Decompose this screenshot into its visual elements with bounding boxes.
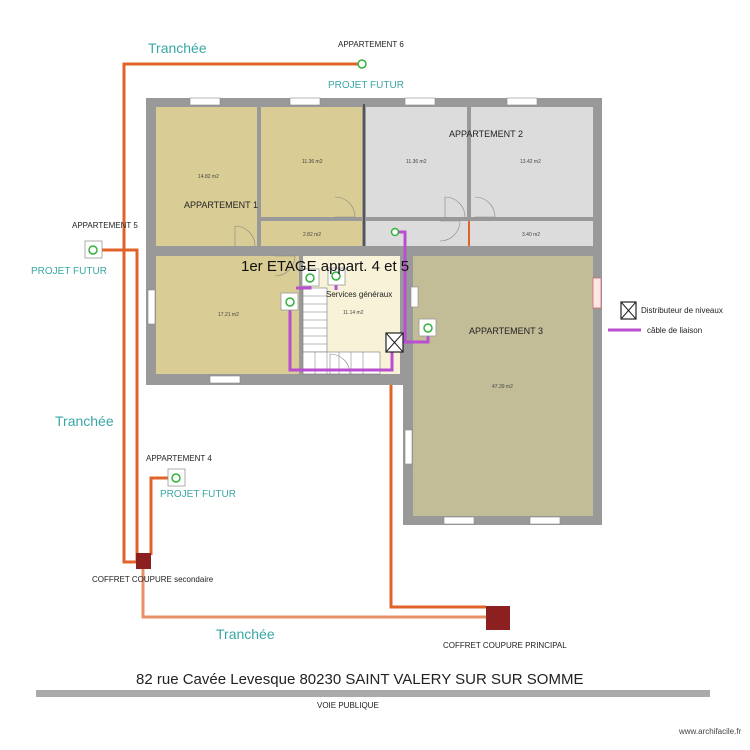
trench-apt6	[122, 62, 362, 564]
area-a2-right: 13.42 m2	[520, 159, 541, 165]
coffret-principal-box	[486, 606, 510, 630]
outlet-markers	[84, 59, 437, 487]
area-a1-left: 14.82 m2	[198, 174, 219, 180]
appartement2-label: APPARTEMENT 2	[449, 129, 523, 139]
legend-cable-label: câble de liaison	[647, 326, 702, 335]
voie-publique-road	[36, 690, 710, 697]
area-a2-left: 11.36 m2	[406, 159, 427, 165]
labels: Tranchée APPARTEMENT 6 PROJET FUTUR APPA…	[31, 40, 567, 650]
room-apt2-left	[366, 107, 467, 217]
services-label: Services généraux	[326, 290, 392, 299]
window-east-pink	[592, 277, 602, 309]
appartement3-label: APPARTEMENT 3	[469, 326, 543, 336]
address-label: 82 rue Cavée Levesque 80230 SAINT VALERY…	[136, 671, 583, 688]
appartement1-label: APPARTEMENT 1	[184, 200, 258, 210]
room-corridor-left	[261, 221, 362, 246]
appartement5-label: APPARTEMENT 5	[72, 221, 138, 230]
room-apt1-right	[261, 107, 362, 217]
tranchee-top-label: Tranchée	[148, 40, 207, 56]
area-room-sw: 17.21 m2	[218, 312, 239, 318]
equipment	[84, 59, 510, 630]
trench-apt5	[93, 248, 139, 562]
coffret-principal-label: COFFRET COUPURE PRINCIPAL	[443, 641, 567, 650]
room-apt3	[413, 256, 593, 516]
area-a1-right: 11.36 m2	[302, 159, 323, 165]
appartement6-label: APPARTEMENT 6	[338, 40, 404, 49]
room-southwest	[156, 256, 299, 374]
building	[146, 97, 602, 525]
watermark: www.archifacile.fr	[678, 727, 742, 736]
coffret-secondaire-box	[136, 553, 151, 569]
tranchee-left-label: Tranchée	[55, 413, 114, 429]
area-corridor-right: 3.40 m2	[522, 232, 540, 238]
area-services: 11.14 m2	[343, 310, 364, 316]
legend-distributor-label: Distributeur de niveaux	[641, 306, 723, 315]
windows	[147, 97, 561, 525]
area-a3: 47.39 m2	[492, 384, 513, 390]
area-corridor-left: 2.82 m2	[303, 232, 321, 238]
floor-title-label: 1er ETAGE appart. 4 et 5	[241, 258, 409, 275]
coffret-secondaire-label: COFFRET COUPURE secondaire	[92, 575, 214, 584]
voie-publique-label: VOIE PUBLIQUE	[317, 701, 379, 710]
tranchee-bottom-label: Tranchée	[216, 626, 275, 642]
projet-futur-6-label: PROJET FUTUR	[328, 80, 404, 91]
room-apt2-right	[471, 107, 593, 217]
trench-main-to-house	[389, 352, 486, 609]
projet-futur-5-label: PROJET FUTUR	[31, 266, 107, 277]
appartement4-label: APPARTEMENT 4	[146, 454, 212, 463]
legend: Distributeur de niveaux câble de liaison	[608, 301, 723, 335]
trench-secondary-to-main	[141, 568, 486, 619]
room-apt1-left	[156, 107, 257, 246]
projet-futur-4-label: PROJET FUTUR	[160, 489, 236, 500]
